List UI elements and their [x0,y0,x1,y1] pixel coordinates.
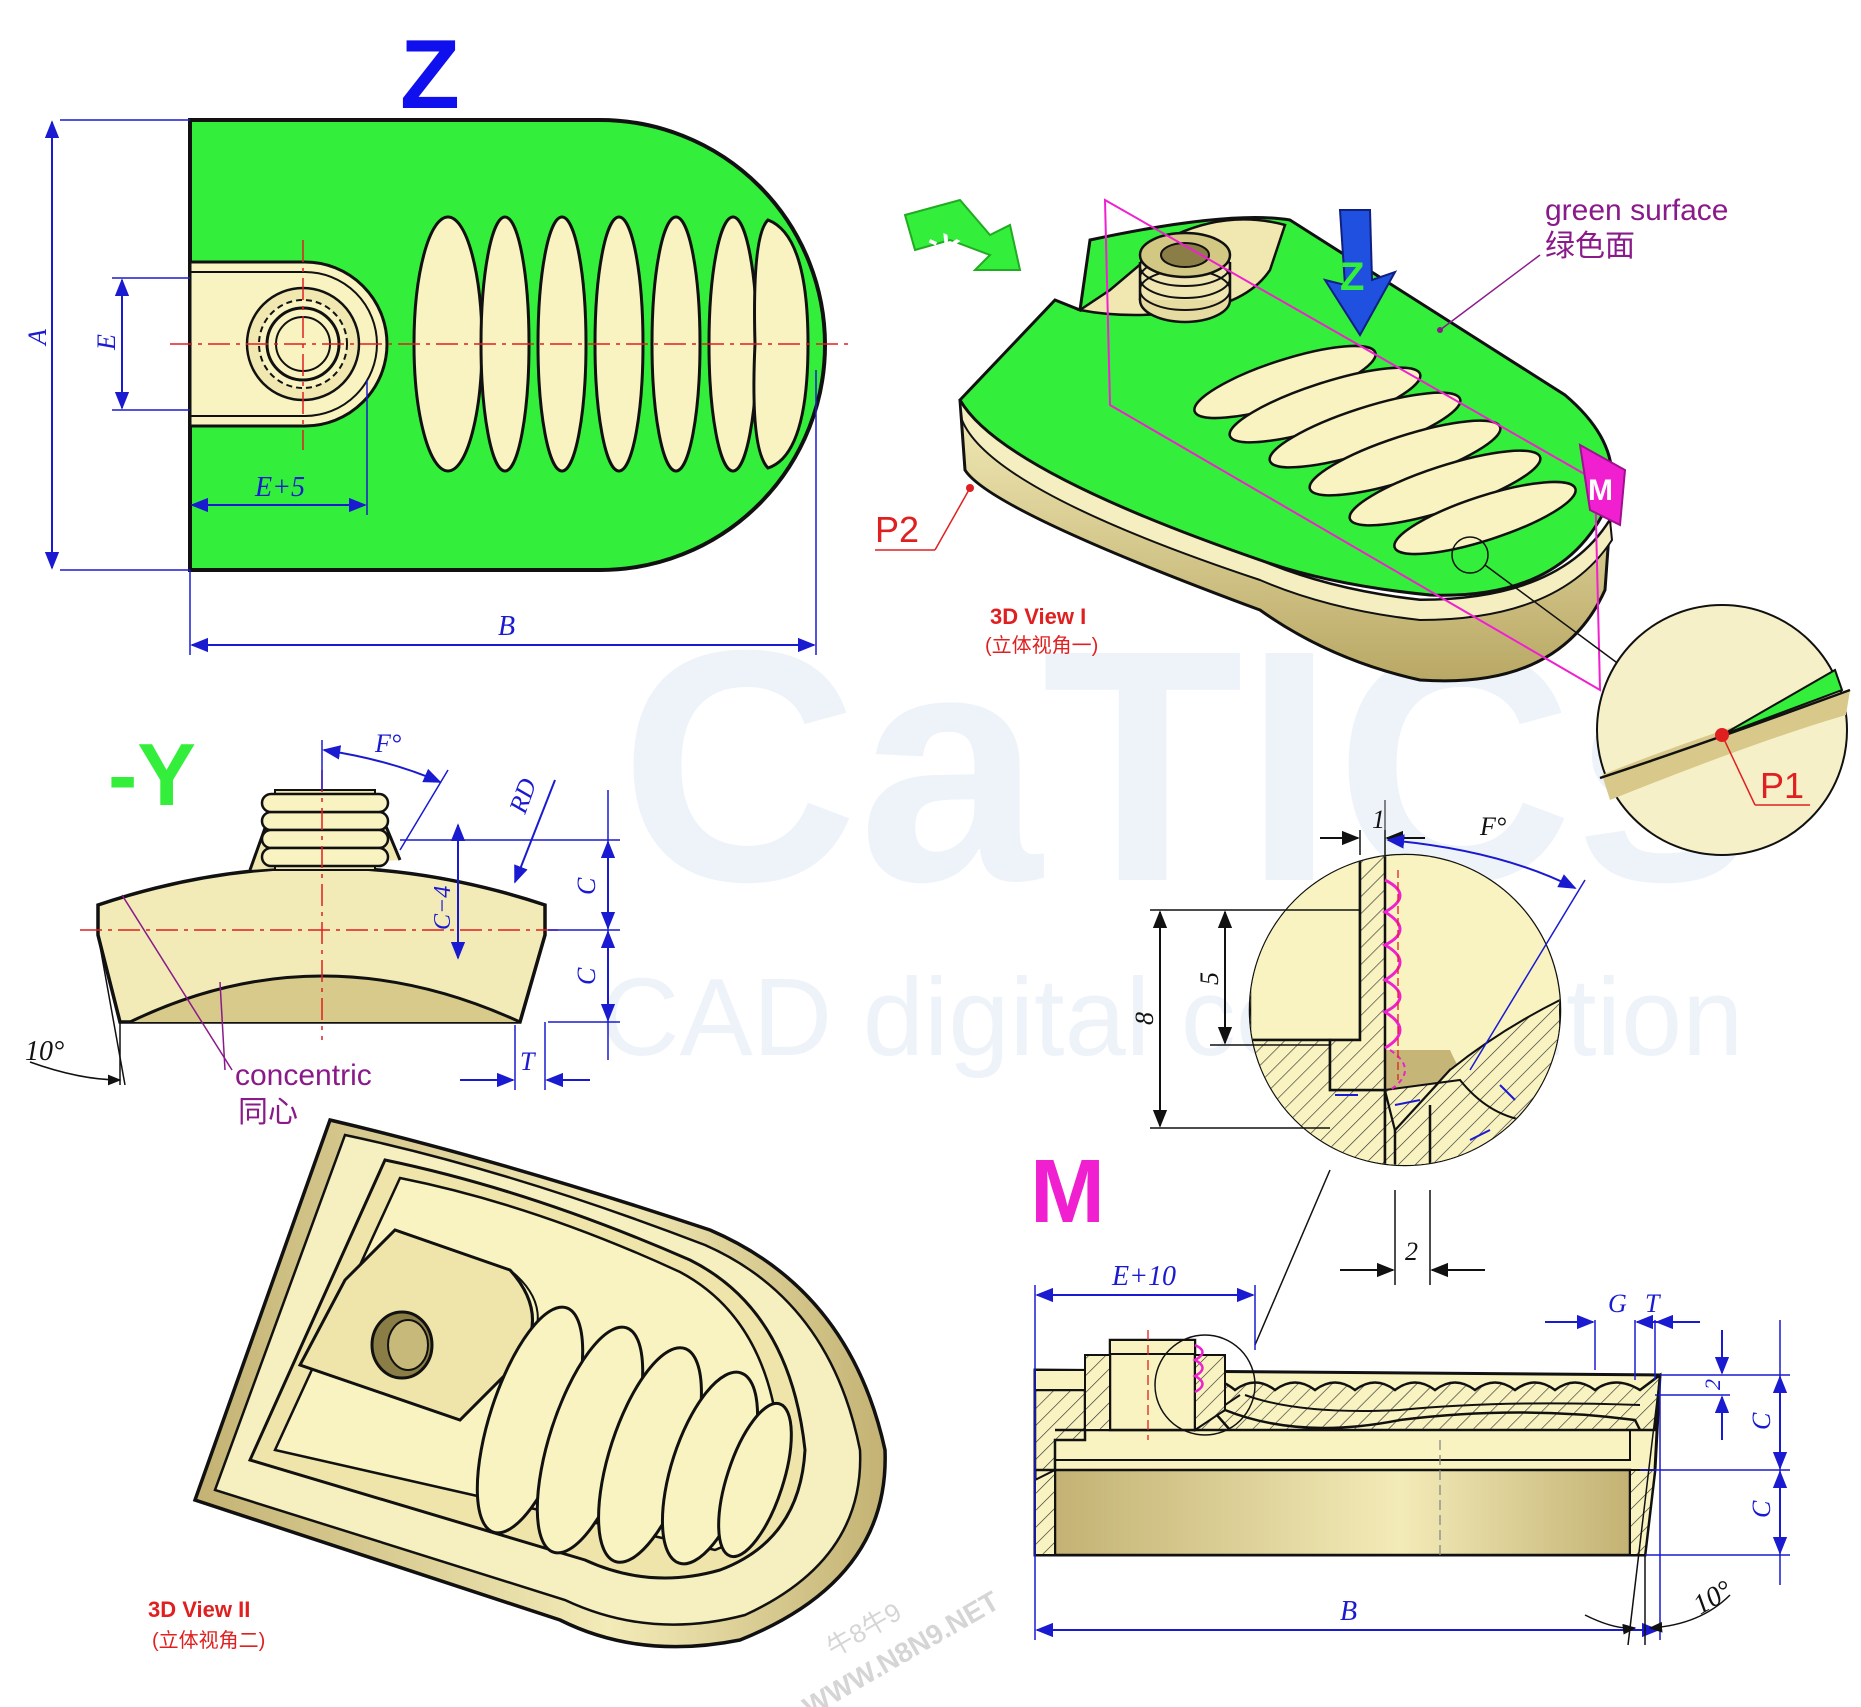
3d1-boss [1138,231,1232,324]
dim-e5: E+5 [254,472,305,503]
dim-m-e10: E+10 [1111,1261,1176,1292]
p1-detail-bubble: P1 [1596,604,1851,856]
dim-m-t: T [1645,1289,1661,1318]
arrow-z-label: Z [1340,255,1364,299]
3d-view-1-cn: (立体视角一) [985,634,1098,657]
dim-detail-2: 2 [1405,1237,1418,1266]
dim-y-f: F° [374,729,401,758]
3d-view-2-label: 3D View II [148,1597,250,1622]
dim-m-2: 2 [1700,1379,1725,1390]
y-thread [260,789,390,871]
view-m-title: M [1030,1142,1105,1242]
watermark-sub: CAD digital competition [600,956,1743,1079]
dim-detail-f: F° [1479,812,1506,841]
dim-y-c2: C [572,967,601,985]
dim-detail-1: 1 [1372,805,1385,834]
dim-m-b: B [1340,1596,1357,1627]
concentric-en: concentric [235,1059,372,1092]
dim-m-10deg: 10° [1688,1575,1737,1621]
p2-label: P2 [875,509,919,550]
concentric-cn: 同心 [238,1096,298,1129]
3d1-section-plane [1103,198,1602,692]
dim-e: E [92,334,121,351]
dim-a: A [23,329,52,347]
view-y-title: -Y [108,725,196,824]
arrow-m-icon: M [1578,443,1627,527]
arrow-m-label: M [1588,474,1613,507]
view-z-title: Z [400,19,460,129]
watermark: CaTICs CAD digital competition [600,581,1757,1079]
green-surface-cn: 绿色面 [1545,230,1635,263]
3d1-grooves [1193,344,1577,556]
3d-view-2-cn: (立体视角二) [152,1629,265,1652]
view-z: Z A E E+5 [23,19,850,655]
p1-label: P1 [1760,765,1804,806]
dim-y-c4: C−4 [430,886,456,930]
3d-view-1-label: 3D View I [990,604,1086,629]
dim-y-c1: C [572,877,601,895]
dim-detail-8: 8 [1130,1012,1159,1025]
dim-m-c2: C [1747,1500,1776,1518]
view-m: M E+10 B [1030,1142,1790,1646]
dim-b: B [498,611,515,642]
dim-detail-5: 5 [1195,972,1224,985]
z-grooves [412,215,810,473]
dim-y-rd: RD [503,774,543,818]
dim-m-g: G [1608,1289,1627,1318]
view-minus-y: -Y concentric 同心 F° RD C C [25,725,620,1129]
m-boss [1084,1330,1226,1440]
dim-m-c1: C [1747,1412,1776,1430]
arrow-z-icon: Z [1322,209,1398,337]
view-detail: 1 F° 5 8 2 [1130,800,1586,1346]
view-3d-2: 3D View II (立体视角二) [148,1117,887,1652]
green-surface-en: green surface [1545,194,1728,227]
watermark-brand: CaTICs [620,581,1757,950]
dim-y-10deg: 10° [25,1036,64,1067]
dim-y-t: T [520,1047,536,1076]
3d2-ribs [475,1305,793,1566]
arrow-y-icon: -Y [903,198,1022,271]
view-3d-1: -Y [875,194,1851,856]
